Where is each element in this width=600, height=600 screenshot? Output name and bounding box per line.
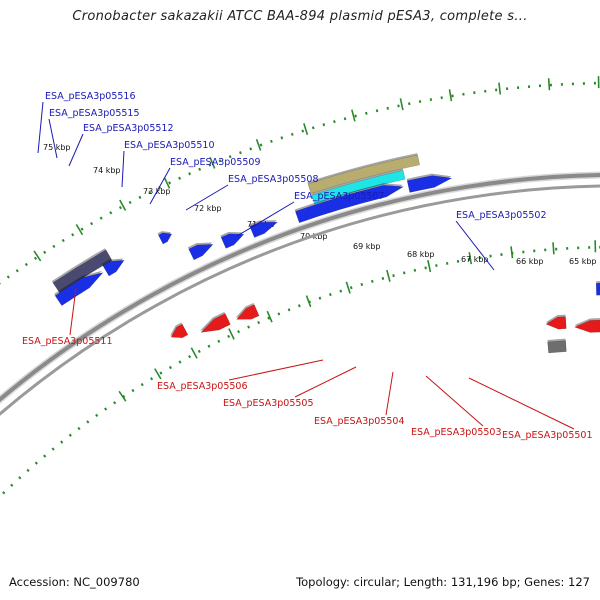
reverse-gene-0[interactable]	[170, 323, 189, 339]
map-title: Cronobacter sakazakii ATCC BAA-894 plasm…	[72, 9, 528, 24]
gene-leader-line	[185, 184, 229, 211]
scale-tick-label: 65 kbp	[569, 257, 597, 266]
gene-label-forward[interactable]: ESA_pESA3p05502	[456, 210, 547, 221]
topology-summary: Topology: circular; Length: 131,196 bp; …	[296, 575, 590, 589]
scale-tick	[228, 328, 235, 340]
scale-tick	[448, 89, 453, 102]
gene-label-reverse[interactable]: ESA_pESA3p05503	[411, 427, 502, 438]
gene-leader-line	[149, 167, 171, 205]
scale-tick	[303, 123, 309, 136]
scale-tick	[427, 260, 432, 273]
gene-leader-line	[385, 371, 394, 416]
gene-leader-line	[228, 359, 324, 381]
gene-label-reverse[interactable]: ESA_pESA3p05505	[223, 398, 314, 409]
scale-tick	[75, 224, 84, 236]
gene-leader-line	[468, 377, 575, 430]
backbone-ring-inner	[0, 184, 600, 417]
forward-gene-8[interactable]	[595, 282, 600, 296]
scale-tick-label: 75 kbp	[43, 143, 71, 152]
scale-tick	[468, 252, 473, 265]
scale-tick	[33, 250, 42, 262]
outer-scale-ring	[0, 81, 600, 285]
scale-tick-label: 68 kbp	[407, 250, 435, 259]
forward-gene-0[interactable]	[54, 272, 104, 307]
gene-label-reverse[interactable]: ESA_pESA3p05504	[314, 416, 405, 427]
gene-label-reverse[interactable]: ESA_pESA3p05511	[22, 336, 113, 347]
scale-tick-label: 66 kbp	[516, 257, 544, 266]
scale-tick-label: 67 kbp	[461, 255, 489, 264]
scale-tick	[552, 242, 555, 255]
scale-tick	[163, 177, 171, 189]
reverse-gene-1[interactable]	[200, 313, 231, 333]
scale-tick	[119, 199, 127, 211]
forward-gene-7[interactable]	[158, 232, 173, 245]
scale-tick	[190, 347, 198, 359]
scale-tick	[386, 269, 391, 282]
scale-tick	[209, 157, 216, 169]
gene-label-forward[interactable]: ESA_pESA3p05507	[294, 191, 385, 202]
gene-label-forward[interactable]: ESA_pESA3p05516	[45, 91, 136, 102]
feature-block-cyan[interactable]	[311, 170, 406, 205]
scale-tick	[345, 281, 351, 294]
scale-tick	[498, 82, 502, 95]
gene-label-forward[interactable]: ESA_pESA3p05512	[83, 123, 174, 134]
scale-tick	[118, 390, 127, 402]
gene-label-forward[interactable]: ESA_pESA3p05509	[170, 157, 261, 168]
forward-gene-4[interactable]	[249, 221, 279, 238]
accession-text: Accession: NC_009780	[9, 575, 140, 589]
backbone-ring	[0, 173, 600, 403]
scale-tick	[351, 109, 356, 122]
reverse-gene-3[interactable]	[545, 316, 567, 330]
feature-block-gold[interactable]	[307, 154, 420, 194]
reverse-gene-4[interactable]	[573, 319, 600, 333]
scale-tick	[510, 246, 514, 259]
gene-leader-line	[37, 101, 44, 154]
inner-scale-ring	[0, 245, 600, 499]
scale-tick	[255, 138, 262, 151]
gene-label-forward[interactable]: ESA_pESA3p05510	[124, 140, 215, 151]
reverse-gene-2[interactable]	[236, 304, 260, 320]
scale-tick	[154, 368, 162, 380]
gene-leader-line	[425, 375, 484, 427]
gene-label-forward[interactable]: ESA_pESA3p05508	[228, 174, 319, 185]
feature-block-gray[interactable]	[547, 340, 567, 354]
gene-label-reverse[interactable]: ESA_pESA3p05501	[502, 430, 593, 441]
gene-leader-line	[69, 287, 77, 336]
scale-tick	[266, 310, 273, 323]
gene-leader-line	[48, 118, 58, 159]
scale-tick	[547, 78, 551, 91]
scale-tick	[399, 98, 404, 111]
scale-tick-label: 72 kbp	[194, 204, 222, 213]
forward-gene-5[interactable]	[295, 184, 405, 224]
scale-tick-label: 74 kbp	[93, 166, 121, 175]
gene-label-forward[interactable]: ESA_pESA3p05515	[49, 108, 140, 119]
forward-gene-1[interactable]	[102, 260, 125, 277]
gene-leader-line	[236, 201, 295, 237]
gene-label-reverse[interactable]: ESA_pESA3p05506	[157, 381, 248, 392]
forward-gene-2[interactable]	[188, 244, 214, 261]
gene-leader-line	[294, 366, 357, 398]
scale-tick-label: 69 kbp	[353, 242, 381, 251]
forward-gene-6[interactable]	[406, 175, 453, 193]
forward-gene-3[interactable]	[220, 233, 245, 249]
gene-leader-line	[121, 150, 125, 188]
gene-leader-line	[455, 220, 495, 271]
gene-leader-line	[68, 133, 84, 167]
scale-tick	[305, 295, 312, 308]
